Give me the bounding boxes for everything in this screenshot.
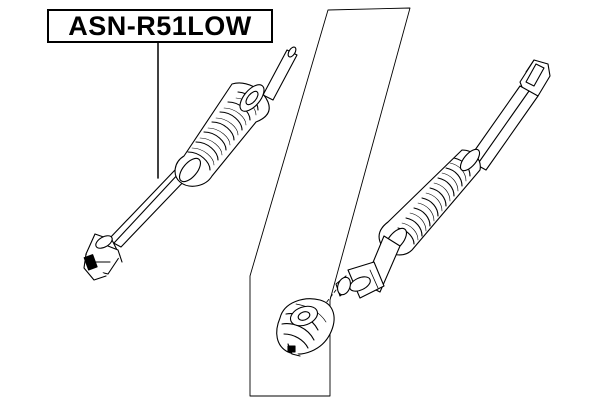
- left-upper-rod: [262, 46, 298, 101]
- right-shaft-assembly: [276, 59, 551, 357]
- left-shaft-assembly: [83, 46, 298, 281]
- left-main-shaft: [107, 169, 189, 248]
- left-lower-joint: [83, 233, 123, 281]
- right-boot-bellows: [378, 148, 481, 256]
- left-boot-bellows: [174, 82, 270, 187]
- right-bushing: [276, 298, 335, 357]
- right-upper-shaft: [467, 85, 539, 171]
- part-number-label: ASN-R51LOW: [47, 9, 273, 43]
- assembly-plane-outline: [249, 7, 411, 397]
- right-lower-shaft: [335, 235, 401, 299]
